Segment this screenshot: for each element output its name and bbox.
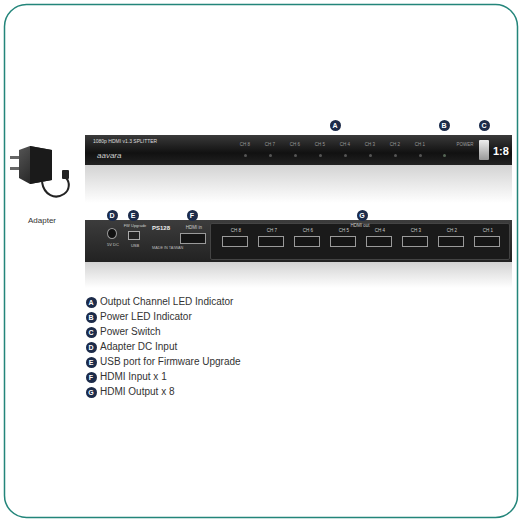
adapter-label: Adapter <box>28 217 56 225</box>
panel-text: aavara <box>97 152 121 160</box>
panel-text: 1080p HDMI v1.3 SPLITTER <box>93 139 157 144</box>
hdmi-port: CH 6 <box>294 236 320 247</box>
hdmi-port: HDMI in <box>180 233 206 244</box>
callout-letter: D <box>107 210 118 221</box>
led-dot <box>319 154 322 157</box>
frame-outline <box>5 5 518 518</box>
panel-text: 5V DC <box>107 243 119 247</box>
led-dot <box>269 154 272 157</box>
legend-letter: E <box>86 357 97 368</box>
panel-text: FW Upgrade <box>124 224 147 228</box>
panel-text: CH 3 <box>365 143 375 148</box>
callout-letter: E <box>128 210 139 221</box>
panel-text: HDMI out <box>350 224 369 229</box>
panel-reflection <box>85 262 512 288</box>
legend-letter: D <box>86 342 97 353</box>
legend-letter: B <box>86 312 97 323</box>
adapter-drawing <box>10 146 69 197</box>
panel-text: PS128 <box>152 225 170 231</box>
led-dot <box>344 154 347 157</box>
power-led <box>443 154 446 157</box>
legend-letter: C <box>86 327 97 338</box>
ratio-text: 1:8 <box>493 146 509 157</box>
panel-text: CH 4 <box>340 143 350 148</box>
panel-text: CH 7 <box>267 229 277 234</box>
callout-letter: G <box>357 210 368 221</box>
led-dot <box>394 154 397 157</box>
legend-text: USB port for Firmware Upgrade <box>100 357 241 367</box>
hdmi-port: CH 3 <box>402 236 428 247</box>
callout-letter: C <box>479 120 490 131</box>
front-panel: 1080p HDMI v1.3 SPLITTER aavara CH 8 CH 7 CH… <box>85 135 512 165</box>
legend-text: HDMI Input x 1 <box>100 372 167 382</box>
hdmi-port: CH 8 <box>222 236 248 247</box>
panel-text: CH 4 <box>375 229 385 234</box>
hdmi-port: CH 2 <box>438 236 464 247</box>
led-dot <box>419 154 422 157</box>
panel-text: CH 6 <box>290 143 300 148</box>
legend-text: Power LED Indicator <box>100 312 192 322</box>
led-dot <box>369 154 372 157</box>
panel-text: CH 6 <box>303 229 313 234</box>
panel-text: CH 8 <box>231 229 241 234</box>
usb-port: FW UpgradeUSB <box>128 231 140 240</box>
hdmi-port: CH 5 <box>330 236 356 247</box>
panel-text: CH 2 <box>390 143 400 148</box>
led-dot <box>244 154 247 157</box>
led-dot <box>294 154 297 157</box>
callout-letter: A <box>330 120 341 131</box>
panel-text: MADE IN TAIWAN <box>152 247 183 251</box>
panel-text: CH 1 <box>415 143 425 148</box>
legend-letter: A <box>86 297 97 308</box>
panel-text: CH 2 <box>447 229 457 234</box>
legend-letter: G <box>86 387 97 398</box>
panel-text: USB <box>131 244 139 248</box>
output-recess <box>210 223 510 260</box>
back-panel: PS128MADE IN TAIWAN HDMI out 5V DC FW Upgra… <box>85 220 512 262</box>
ratio-badge: 1:8 <box>492 145 510 158</box>
panel-text: CH 3 <box>411 229 421 234</box>
legend-text: Adapter DC Input <box>100 342 177 352</box>
power-switch <box>479 140 489 160</box>
legend-letter: F <box>86 372 97 383</box>
panel-text: CH 8 <box>240 143 250 148</box>
panel-text: CH 5 <box>315 143 325 148</box>
hdmi-port: CH 4 <box>366 236 392 247</box>
hdmi-port: CH 7 <box>258 236 284 247</box>
legend-text: Power Switch <box>100 327 161 337</box>
hdmi-port: CH 1 <box>474 236 500 247</box>
panel-text: CH 1 <box>483 229 493 234</box>
panel-text: CH 7 <box>265 143 275 148</box>
panel-reflection <box>85 165 512 203</box>
legend-text: Output Channel LED Indicator <box>100 297 233 307</box>
callout-letter: B <box>439 120 450 131</box>
panel-text: HDMI in <box>186 226 202 231</box>
panel-text: POWER <box>456 143 473 148</box>
panel-text: CH 5 <box>339 229 349 234</box>
dc-jack: 5V DC <box>107 228 117 239</box>
callout-letter: F <box>187 210 198 221</box>
legend-text: HDMI Output x 8 <box>100 387 174 397</box>
